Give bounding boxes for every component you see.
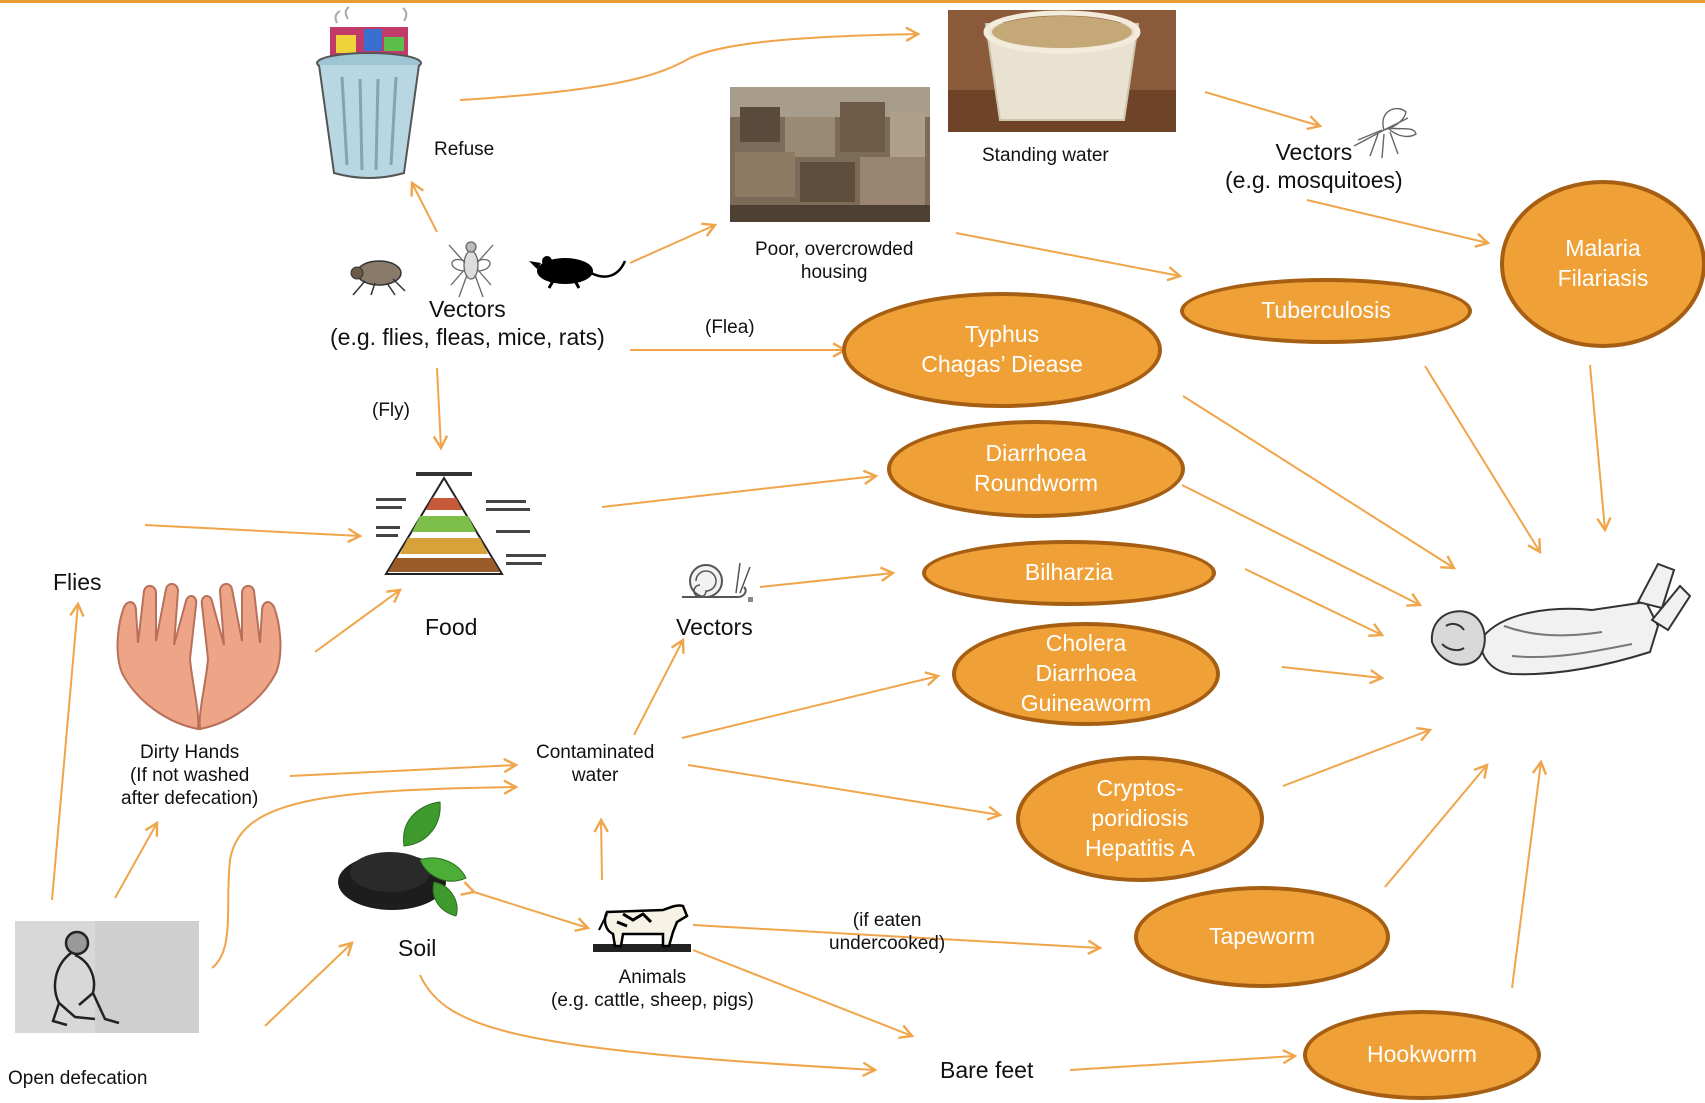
disease-typhus-label: Typhus Chagas’ Diease	[921, 321, 1083, 377]
arrow-standing-to-mosquito	[1204, 91, 1323, 131]
open-defecation-label: Open defecation	[8, 1068, 148, 1089]
disease-tuberculosis: Tuberculosis	[1180, 278, 1472, 344]
housing-icon	[730, 87, 930, 222]
disease-hookworm: Hookworm	[1303, 1010, 1541, 1100]
trash-can-icon	[316, 6, 422, 179]
bucket-icon	[948, 10, 1176, 132]
contaminated-water-label: Contaminated water	[536, 742, 655, 787]
vectors-main-label: Vectors (e.g. flies, fleas, mice, rats)	[330, 296, 605, 351]
arrow-soil-to-barefeet	[419, 974, 878, 1078]
arrow-mosquito-to-malaria	[1306, 199, 1491, 248]
disease-bilharzia: Bilharzia	[922, 540, 1216, 606]
arrow-defecation-to-soil	[264, 941, 354, 1027]
hands-icon	[116, 583, 282, 731]
snail-icon	[682, 562, 753, 602]
arrow-tapeworm-to-patient	[1384, 763, 1489, 888]
flies-label: Flies	[53, 569, 102, 595]
fly-label: (Fly)	[372, 400, 410, 421]
disease-malaria-label: Malaria Filariasis	[1557, 235, 1649, 291]
arrow-housing-to-tb	[955, 232, 1183, 282]
dirty-hands-label: Dirty Hands (If not washed after defecat…	[121, 742, 259, 810]
rat-icon	[529, 256, 627, 289]
disease-diarrhoea: Diarrhoea Roundworm	[887, 420, 1185, 518]
refuse-label: Refuse	[434, 139, 495, 160]
arrow-water-to-cholera	[681, 671, 941, 739]
disease-tapeworm-label: Tapeworm	[1208, 923, 1316, 950]
disease-tuberculosis-label: Tuberculosis	[1261, 297, 1391, 324]
arrow-fly-to-food	[432, 367, 449, 451]
disease-bilharzia-label: Bilharzia	[1024, 559, 1114, 586]
arrow-diarrhoea-to-patient	[1181, 484, 1423, 607]
disease-crypto-label: Cryptos- poridiosis Hepatitis A	[1085, 775, 1195, 861]
bare-feet-label: Bare feet	[940, 1057, 1034, 1083]
arrow-hands-to-water	[289, 757, 519, 777]
arrow-flies-to-food	[144, 524, 363, 544]
flea-icon	[350, 260, 406, 296]
arrow-rat-to-housing	[629, 222, 718, 264]
arrow-animals-to-water	[593, 817, 609, 881]
housing-label: Poor, overcrowded housing	[755, 239, 914, 284]
animals-label: Animals (e.g. cattle, sheep, pigs)	[551, 967, 754, 1012]
arrow-soil-animals	[460, 881, 591, 932]
arrow-malaria-to-patient	[1589, 364, 1612, 533]
arrow-food-to-diarrhoea	[601, 469, 879, 508]
standing-water-label: Standing water	[982, 145, 1109, 166]
arrow-water-to-crypto	[687, 764, 1003, 821]
flea-label: (Flea)	[705, 317, 755, 338]
disease-tapeworm: Tapeworm	[1134, 886, 1390, 988]
if-eaten-label: (if eaten undercooked)	[829, 910, 946, 955]
disease-malaria: Malaria Filariasis	[1500, 180, 1705, 348]
person-squatting-icon	[15, 921, 199, 1033]
sick-person-icon	[1430, 562, 1692, 676]
arrow-barefeet-to-hookworm	[1069, 1049, 1298, 1071]
food-pyramid-icon	[376, 472, 546, 575]
disease-typhus: Typhus Chagas’ Diease	[842, 292, 1162, 408]
arrow-hands-to-food	[314, 588, 402, 653]
vectors-snail-label: Vectors	[676, 614, 753, 640]
disease-cryptosporidiosis: Cryptos- poridiosis Hepatitis A	[1016, 756, 1264, 882]
arrow-water-to-snail	[633, 637, 685, 736]
vectors-mosquito-label: Vectors (e.g. mosquitoes)	[1225, 139, 1403, 194]
disease-cholera-label: Cholera Diarrhoea Guineaworm	[1020, 630, 1152, 716]
top-accent-line	[0, 0, 1705, 3]
disease-diarrhoea-label: Diarrhoea Roundworm	[974, 440, 1098, 496]
arrow-vectors-to-refuse	[410, 180, 438, 233]
fly-icon	[448, 241, 494, 298]
arrow-snail-to-bilharzia	[759, 566, 896, 588]
arrow-crypto-to-patient	[1282, 726, 1433, 787]
mosquito-icon	[1353, 107, 1417, 159]
arrow-typhus-to-patient	[1182, 395, 1457, 570]
arrow-animals-to-barefeet	[692, 949, 915, 1040]
soil-icon	[338, 801, 467, 917]
disease-cholera: Cholera Diarrhoea Guineaworm	[952, 622, 1220, 726]
arrow-hookworm-to-patient	[1511, 759, 1548, 989]
arrow-refuse-to-standing-water	[459, 26, 921, 101]
arrow-defecation-to-flies	[51, 601, 85, 901]
arrow-tb-to-patient	[1424, 365, 1542, 555]
arrow-cholera-to-patient	[1281, 666, 1385, 685]
disease-hookworm-label: Hookworm	[1367, 1041, 1477, 1068]
soil-label: Soil	[398, 935, 437, 961]
arrow-bilharzia-to-patient	[1244, 568, 1385, 637]
arrow-defecation-to-hands	[114, 820, 159, 899]
food-label: Food	[425, 614, 478, 640]
arrow-animals-to-tapeworm	[692, 924, 1103, 956]
arrow-defecation-to-water	[211, 779, 519, 969]
cow-icon	[593, 904, 691, 952]
